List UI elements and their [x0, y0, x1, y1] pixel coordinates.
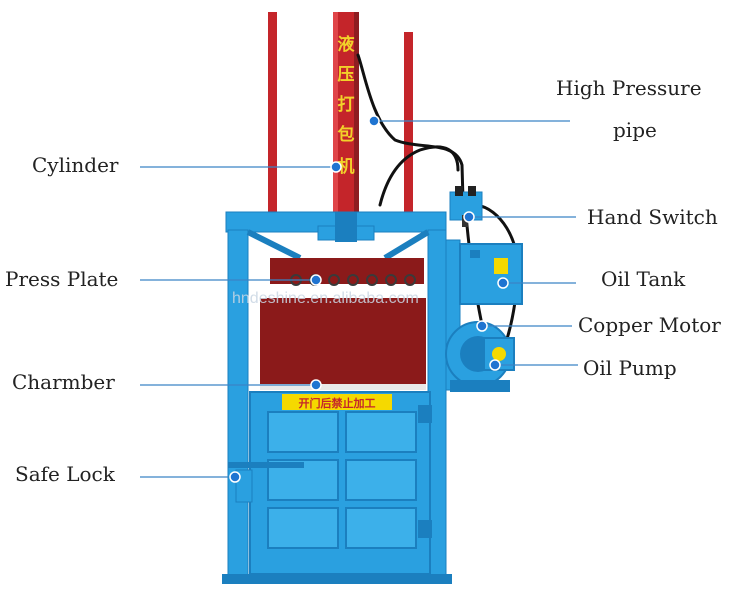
- watermark: hndeshine.en.alibaba.com: [232, 290, 419, 307]
- cylinder-char-4: 包: [338, 124, 355, 145]
- cylinder-char-5: 机: [338, 156, 355, 177]
- pointer-dots: [229, 115, 509, 483]
- dot-high-pressure: [368, 115, 380, 127]
- oil-tank: [459, 243, 523, 305]
- label-chamber: Charmber: [12, 370, 115, 394]
- cylinder-lettering: 液 压 打 包 机: [338, 34, 355, 177]
- door-panels: [267, 411, 417, 549]
- door-warning-text: 开门后禁止加工: [299, 396, 376, 410]
- base: [222, 574, 452, 584]
- label-copper-motor: Copper Motor: [578, 313, 721, 337]
- label-hand-switch: Hand Switch: [587, 205, 718, 229]
- chamber: [260, 298, 426, 390]
- dot-cylinder: [330, 161, 342, 173]
- dot-copper-motor: [476, 320, 488, 332]
- dot-oil-tank: [497, 277, 509, 289]
- label-high-pressure-line1: High Pressure: [556, 76, 702, 100]
- cylinder-char-3: 打: [338, 94, 355, 115]
- cylinder-char-2: 压: [338, 65, 355, 85]
- leader-lines: [140, 120, 578, 478]
- dot-chamber: [310, 379, 322, 391]
- door-warning-sign: [282, 394, 392, 410]
- left-column: [227, 229, 249, 581]
- dot-press-plate: [310, 274, 322, 286]
- label-oil-tank: Oil Tank: [601, 267, 686, 291]
- cylinder-char-1: 液: [338, 34, 355, 55]
- dot-safe-lock: [229, 471, 241, 483]
- label-high-pressure-line2: pipe: [613, 118, 657, 142]
- left-guide-rod: [268, 12, 277, 217]
- label-oil-pump: Oil Pump: [583, 356, 677, 380]
- label-press-plate: Press Plate: [5, 267, 119, 291]
- dot-oil-pump: [489, 359, 501, 371]
- right-guide-rod: [404, 32, 413, 217]
- label-cylinder: Cylinder: [32, 153, 119, 177]
- label-safe-lock: Safe Lock: [15, 462, 115, 486]
- dot-hand-switch: [463, 211, 475, 223]
